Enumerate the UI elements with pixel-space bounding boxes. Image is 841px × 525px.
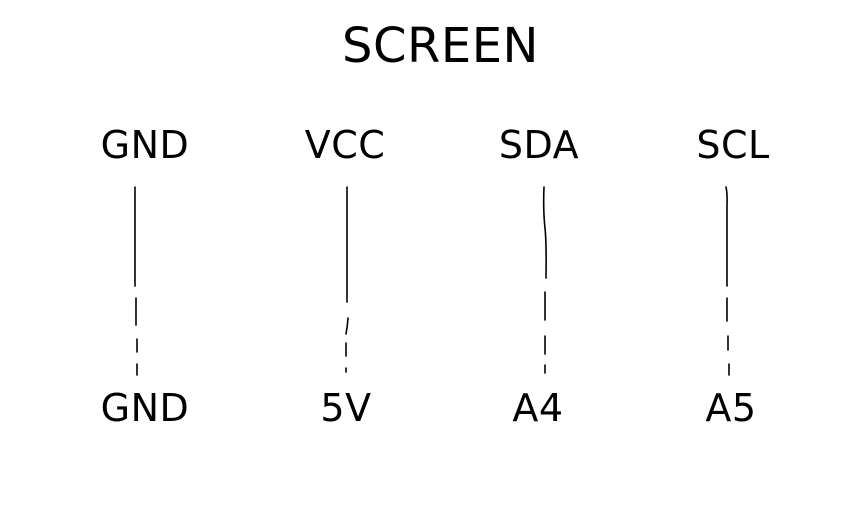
wire-sda [542, 186, 547, 374]
screen-pin-scl-label: SCL [696, 123, 770, 167]
board-pin-5v-label: 5V [320, 386, 372, 430]
screen-pin-vcc-label: VCC [304, 123, 386, 167]
board-pin-a4-label: A4 [512, 386, 564, 430]
wire-scl [725, 186, 730, 376]
board-pin-gnd-label: GND [100, 386, 190, 430]
diagram-title: SCREEN [342, 18, 539, 74]
screen-pin-gnd-label: GND [100, 123, 190, 167]
wire-vcc [345, 186, 349, 373]
screen-pin-sda-label: SDA [498, 123, 580, 167]
wire-gnd [134, 186, 138, 376]
board-pin-a5-label: A5 [705, 386, 757, 430]
